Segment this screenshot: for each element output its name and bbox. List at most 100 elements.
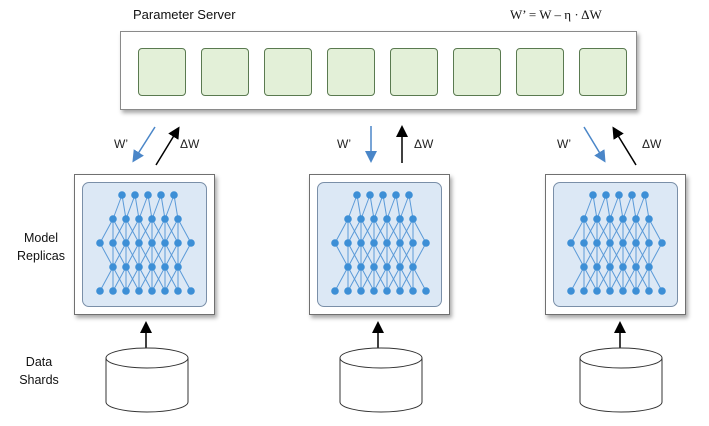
network-node xyxy=(344,287,352,295)
network-edge xyxy=(399,242,414,268)
network-edge xyxy=(125,266,140,292)
network-edge xyxy=(347,242,362,268)
parameter-block xyxy=(390,48,438,96)
network-edge xyxy=(382,194,388,220)
network-edge xyxy=(151,242,166,268)
model-replica xyxy=(74,174,215,315)
network-node xyxy=(641,191,649,199)
network-edge xyxy=(412,266,427,292)
network-edge xyxy=(177,242,192,268)
network-node xyxy=(144,191,152,199)
parameter-block xyxy=(516,48,564,96)
network-edge xyxy=(412,242,427,268)
weights-down-label: W’ xyxy=(114,137,128,151)
network-node xyxy=(383,263,391,271)
network-edge xyxy=(125,242,140,268)
network-node xyxy=(148,263,156,271)
network-node xyxy=(567,239,575,247)
network-node xyxy=(366,191,374,199)
parameter-block xyxy=(138,48,186,96)
network-edge xyxy=(164,194,175,220)
gradient-up-label: ΔW xyxy=(180,137,200,151)
network-edge xyxy=(622,194,633,220)
network-edge xyxy=(360,266,375,292)
network-node xyxy=(409,239,417,247)
network-edge xyxy=(164,218,179,244)
data-shard-cylinder xyxy=(579,347,663,413)
network-node xyxy=(602,191,610,199)
network-edge xyxy=(164,242,179,268)
network-node xyxy=(174,239,182,247)
network-node xyxy=(392,191,400,199)
neural-network xyxy=(553,182,678,307)
network-node xyxy=(353,191,361,199)
network-node xyxy=(396,287,404,295)
network-node xyxy=(170,191,178,199)
neural-network xyxy=(317,182,442,307)
parameter-block xyxy=(579,48,627,96)
network-edge xyxy=(347,194,358,220)
network-edge xyxy=(356,194,362,220)
network-node xyxy=(619,263,627,271)
network-edge xyxy=(334,242,349,268)
network-edge xyxy=(412,218,427,244)
network-edge xyxy=(609,194,620,220)
network-edge xyxy=(125,218,140,244)
network-node xyxy=(161,263,169,271)
network-node xyxy=(409,287,417,295)
network-edge xyxy=(360,194,371,220)
network-node xyxy=(593,239,601,247)
network-edge xyxy=(622,242,637,268)
network-edge xyxy=(373,194,384,220)
network-node xyxy=(109,215,117,223)
gradient-up-arrow xyxy=(155,126,180,166)
network-edge xyxy=(583,218,598,244)
weights-down-label: W’ xyxy=(557,137,571,151)
network-node xyxy=(615,191,623,199)
network-edge xyxy=(347,218,362,244)
network-node xyxy=(118,191,126,199)
network-node xyxy=(396,263,404,271)
network-node xyxy=(357,215,365,223)
data-shard-cylinder xyxy=(105,347,189,413)
network-node xyxy=(409,215,417,223)
update-formula: W’ = W – η · ΔW xyxy=(510,7,602,22)
gradient-up-label: ΔW xyxy=(642,137,662,151)
network-edge xyxy=(334,266,349,292)
network-node xyxy=(606,215,614,223)
network-edge xyxy=(99,218,114,244)
network-node xyxy=(331,239,339,247)
network-node xyxy=(161,215,169,223)
network-edge xyxy=(112,242,127,268)
network-edge xyxy=(138,218,153,244)
network-node xyxy=(96,239,104,247)
network-edge xyxy=(618,194,624,220)
neural-network xyxy=(82,182,207,307)
network-edge xyxy=(596,194,607,220)
network-node xyxy=(161,287,169,295)
network-edge xyxy=(631,194,637,220)
network-edge xyxy=(164,266,179,292)
weights-down-arrow xyxy=(132,126,156,163)
parameter-block xyxy=(201,48,249,96)
network-node xyxy=(174,287,182,295)
network-node xyxy=(161,239,169,247)
network-edge xyxy=(360,242,375,268)
network-node xyxy=(357,287,365,295)
parameter-block xyxy=(264,48,312,96)
network-edge xyxy=(177,266,192,292)
network-edge xyxy=(570,218,585,244)
network-node xyxy=(645,239,653,247)
network-node xyxy=(370,239,378,247)
network-node xyxy=(135,263,143,271)
network-edge xyxy=(635,266,650,292)
network-node xyxy=(96,287,104,295)
network-edge xyxy=(592,194,598,220)
network-node xyxy=(632,239,640,247)
network-node xyxy=(383,239,391,247)
network-edge xyxy=(622,218,637,244)
network-edge xyxy=(386,242,401,268)
network-node xyxy=(122,287,130,295)
data-shard-cylinder xyxy=(339,347,423,413)
